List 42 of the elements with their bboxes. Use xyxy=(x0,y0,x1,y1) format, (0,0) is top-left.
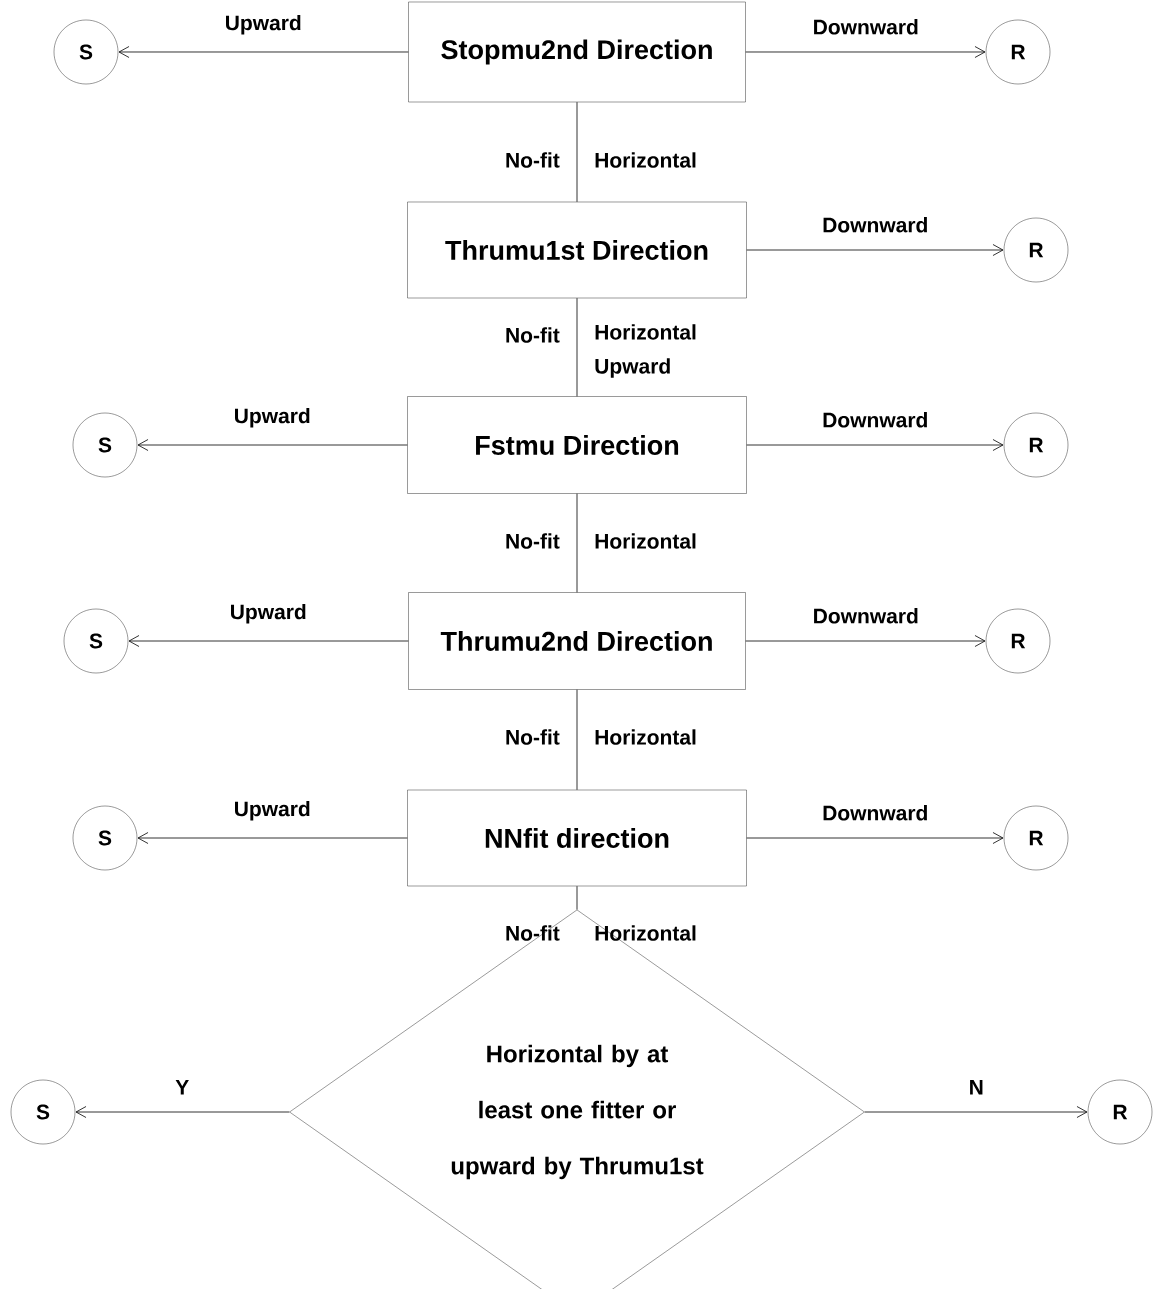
edge-label: Downward xyxy=(823,805,927,821)
branch-label: Horizontal xyxy=(595,729,696,745)
arrow xyxy=(746,244,1004,256)
branch-label: No-fit xyxy=(506,533,560,549)
edge-label: Upward xyxy=(235,407,310,428)
connector-line xyxy=(576,689,578,791)
arrow xyxy=(118,46,409,58)
connector-line xyxy=(576,885,578,910)
arrow xyxy=(75,1106,290,1118)
arrow xyxy=(864,1106,1088,1118)
process-box: Thrumu1st Direction xyxy=(407,201,747,299)
branch-label: Horizontal xyxy=(595,925,696,941)
arrow xyxy=(137,439,408,451)
edge-label: Downward xyxy=(823,412,927,428)
connector-line xyxy=(576,493,578,593)
branch-label: No-fit xyxy=(506,925,560,941)
arrow xyxy=(745,46,986,58)
branch-label: Horizontal xyxy=(595,533,696,549)
process-box: NNfit direction xyxy=(407,789,747,887)
arrow xyxy=(137,832,408,844)
connector-line xyxy=(576,101,578,203)
process-box: Fstmu Direction xyxy=(407,396,747,494)
arrow xyxy=(128,635,409,647)
arrow xyxy=(746,832,1004,844)
process-box: Thrumu2nd Direction xyxy=(408,592,746,690)
edge-label: Y xyxy=(175,1080,189,1095)
edge-label: Downward xyxy=(814,608,918,624)
connector-line xyxy=(576,297,578,397)
edge-label: Downward xyxy=(814,19,918,35)
process-box: Stopmu2nd Direction xyxy=(408,1,746,103)
branch-label: Horizontal xyxy=(595,152,696,168)
branch-label: No-fit xyxy=(506,327,560,343)
edge-label: Upward xyxy=(235,800,310,821)
edge-label: Upward xyxy=(231,603,306,624)
branch-label: No-fit xyxy=(506,152,560,168)
arrow xyxy=(745,635,986,647)
branch-label: No-fit xyxy=(506,729,560,745)
edge-label: Upward xyxy=(226,14,301,35)
edge-label: Downward xyxy=(823,217,927,233)
branch-label: Horizontal Upward xyxy=(595,324,696,378)
arrow xyxy=(746,439,1004,451)
edge-label: N xyxy=(970,1080,983,1095)
